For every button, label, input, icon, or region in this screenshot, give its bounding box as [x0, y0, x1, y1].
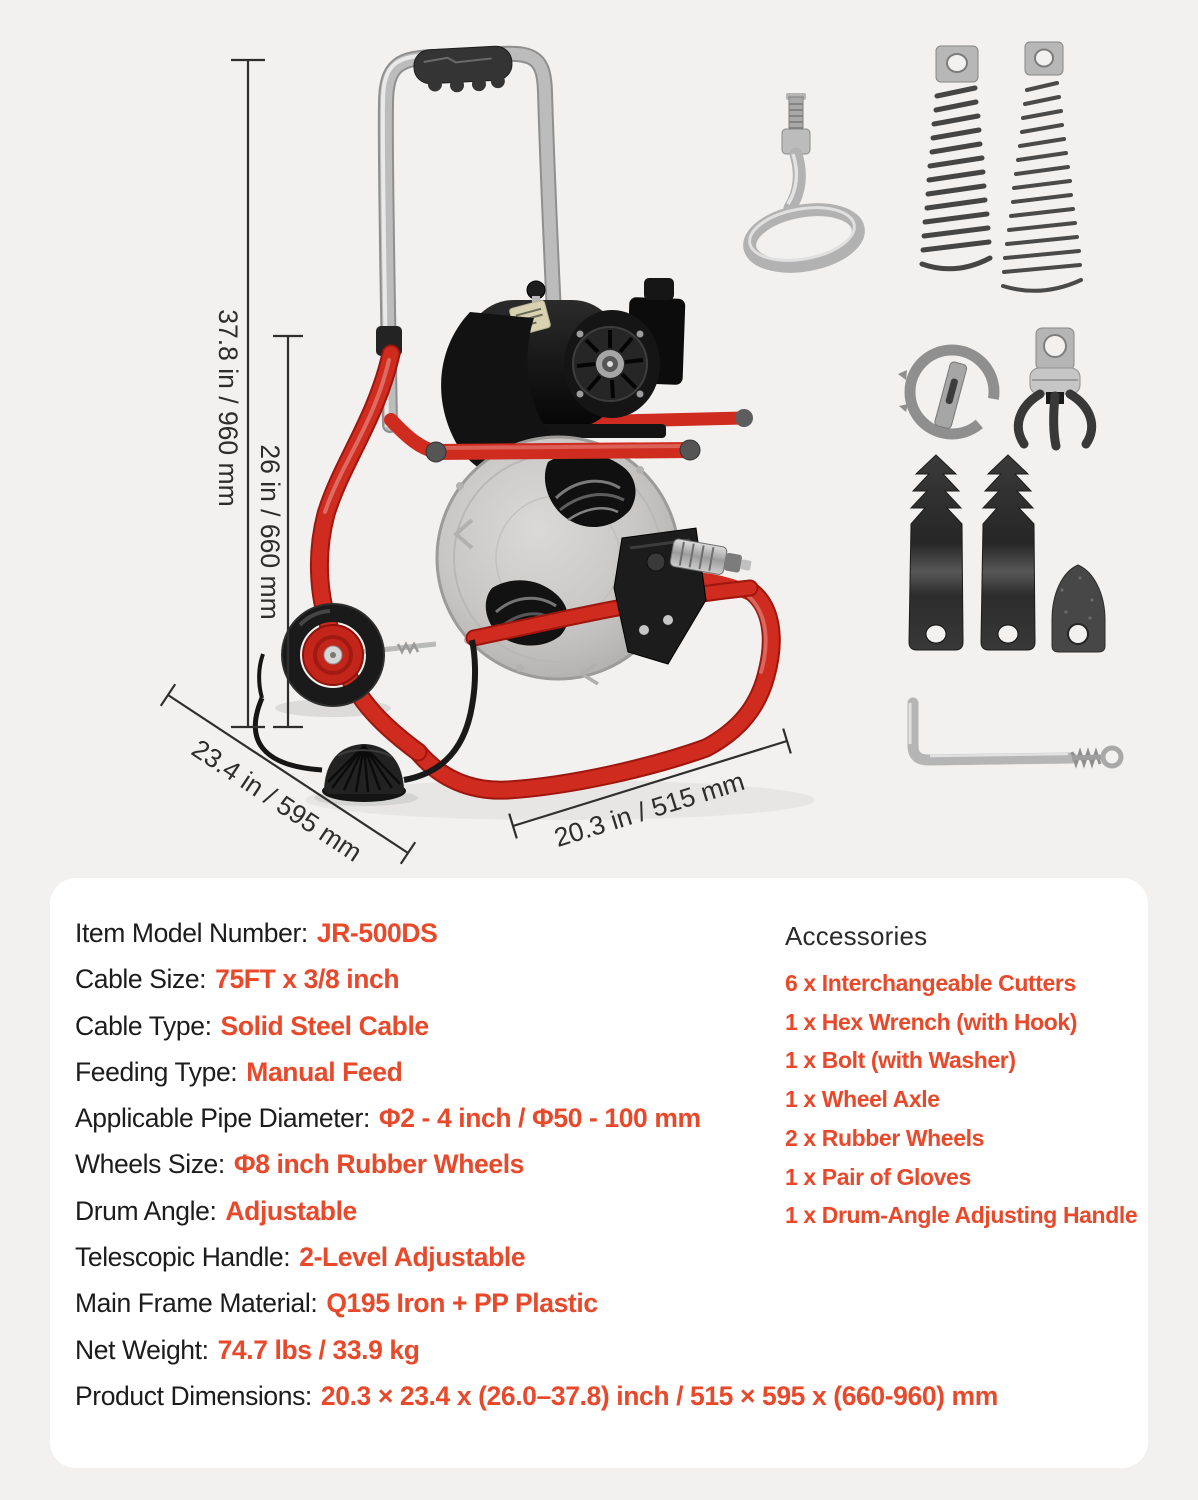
- spec-row-product-dimensions: Product Dimensions:20.3 × 23.4 x (26.0–3…: [75, 1380, 998, 1411]
- accessory-item-gloves: 1 x Pair of Gloves: [785, 1163, 971, 1190]
- accessory-spring-cutter-small: [919, 45, 993, 272]
- spec-row-pipe-diameter: Applicable Pipe Diameter:Φ2 - 4 inch / Φ…: [75, 1103, 701, 1134]
- spec-row-model: Item Model Number:JR-500DS: [75, 918, 438, 948]
- dimension-line-height-outer: [231, 58, 265, 729]
- spec-row-drum-angle: Drum Angle:Adjustable: [75, 1195, 357, 1226]
- accessories-panel: Accessories 6 x Interchangeable Cutters …: [785, 916, 1155, 1235]
- drain-cleaner-machine: [252, 45, 781, 802]
- accessory-claw-cutter: [1013, 327, 1097, 451]
- accessory-spade-cutter: [1051, 564, 1106, 653]
- spec-card: Item Model Number:JR-500DS Cable Size:75…: [50, 878, 1148, 1468]
- accessory-spring-cutter-large: [1001, 41, 1083, 293]
- dimension-line-width: [508, 728, 792, 839]
- tire: [282, 604, 384, 706]
- spec-row-net-weight: Net Weight:74.7 lbs / 33.9 kg: [75, 1334, 420, 1365]
- dimension-line-depth: [159, 683, 417, 865]
- motor-fan-face: [564, 310, 660, 418]
- handle-grip: [413, 45, 513, 93]
- accessory-item-hex-wrench: 1 x Hex Wrench (with Hook): [785, 1008, 1078, 1035]
- motor-mount: [534, 424, 666, 438]
- spec-row-cable-size: Cable Size:75FT x 3/8 inch: [75, 964, 400, 995]
- accessory-saw-blade-2: [980, 454, 1036, 651]
- spec-row-cable-type: Cable Type:Solid Steel Cable: [75, 1010, 429, 1041]
- accessory-item-wheel-axle: 1 x Wheel Axle: [785, 1086, 940, 1113]
- accessory-item-cutters: 6 x Interchangeable Cutters: [785, 970, 1076, 996]
- dimension-lines: [159, 58, 792, 865]
- foot-pedal: [322, 744, 406, 802]
- dim-label-height-outer: 37.8 in / 960 mm: [213, 309, 243, 506]
- front-rail: [465, 579, 759, 647]
- accessory-saw-blade-1: [908, 454, 964, 651]
- accessory-hex-key-bolt: [907, 697, 1124, 769]
- dimension-line-height-inner: [273, 334, 303, 729]
- wheel: [281, 603, 437, 707]
- drum-arrow-mold-2: [578, 662, 599, 686]
- spec-row-feeding-type: Feeding Type:Manual Feed: [75, 1056, 403, 1087]
- main-frame: [309, 344, 781, 800]
- accessory-c-cutter: [898, 344, 1012, 448]
- drum-cutout-top: [544, 452, 636, 528]
- accessory-item-rubber-wheels: 2 x Rubber Wheels: [785, 1124, 984, 1151]
- spec-row-wheels-size: Wheels Size:Φ8 inch Rubber Wheels: [75, 1149, 525, 1180]
- cable-drum: [435, 435, 681, 686]
- accessory-item-bolt: 1 x Bolt (with Washer): [785, 1047, 1016, 1074]
- drum-arrow-mold: [452, 518, 474, 550]
- power-cord: [252, 639, 479, 783]
- accessory-item-adjusting-handle: 1 x Drum-Angle Adjusting Handle: [785, 1202, 1138, 1229]
- spec-row-telescopic-handle: Telescopic Handle:2-Level Adjustable: [75, 1242, 526, 1273]
- motor-platform-front: [384, 413, 701, 463]
- accessory-hex-wrench-hook: [743, 93, 865, 273]
- cable-coupling: [669, 538, 752, 575]
- spec-list: Item Model Number:JR-500DS Cable Size:75…: [75, 910, 998, 1419]
- spec-row-frame-material: Main Frame Material:Q195 Iron + PP Plast…: [75, 1288, 598, 1319]
- dim-label-height-inner: 26 in / 660 mm: [255, 444, 285, 619]
- accessories-title: Accessories: [785, 921, 928, 951]
- motor-switch: [644, 278, 674, 300]
- product-photo-scene: 37.8 in / 960 mm 26 in / 660 mm 23.4 in …: [159, 41, 1124, 868]
